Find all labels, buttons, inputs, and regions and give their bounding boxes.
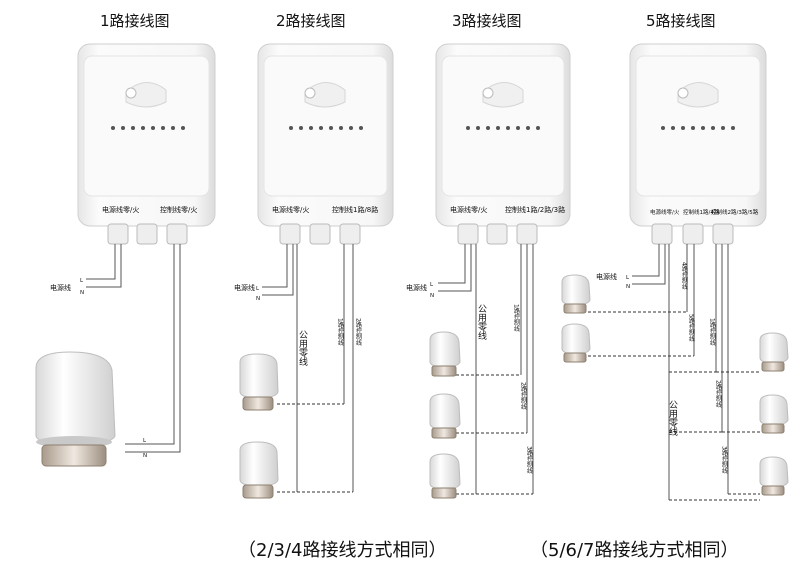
actuator-live-label: L	[143, 438, 147, 444]
controller-box: 电源线零/火 控制线零/火	[77, 43, 216, 245]
channel-1-label: 1路控制线	[337, 318, 344, 346]
neutral-label: N	[430, 293, 434, 299]
power-terminal-label: 电源线零/火	[650, 208, 680, 216]
controller-box: 电源线零/火 控制线1路/8路	[257, 43, 394, 245]
cable-glands	[279, 223, 361, 245]
wires	[86, 244, 181, 453]
common-neutral-label: 公用零线	[667, 400, 678, 436]
channel-3-label: 3路控制线	[721, 446, 728, 474]
logo-icon	[304, 82, 346, 108]
indicator-leds	[111, 126, 185, 130]
wires	[588, 244, 760, 501]
control-terminal-label-2: 控制线2路/3路/5路	[711, 208, 759, 216]
panel-3: 3路接线图 电源线零/火 控制线1路/2路/3路	[406, 12, 571, 499]
actuator	[429, 331, 461, 377]
control-terminal-label: 控制线零/火	[160, 205, 197, 214]
footer-note-left: （2/3/4路接线方式相同）	[238, 540, 447, 561]
actuator	[561, 274, 591, 314]
logo-icon	[482, 82, 524, 108]
live-label: L	[626, 275, 630, 281]
actuator	[239, 353, 279, 411]
neutral-label: N	[626, 284, 630, 290]
channel-5-label: 5路控制线	[688, 314, 695, 342]
panel-4: 5路接线图 电源线零/火 控制线1路/4路 控制线2路/3路/5路	[561, 12, 789, 501]
power-terminal-label: 电源线零/火	[272, 205, 309, 214]
wires	[438, 244, 534, 495]
power-button-icon	[304, 87, 316, 99]
control-terminal-label: 控制线1路/8路	[332, 205, 378, 214]
actuator	[35, 351, 116, 467]
power-button-icon	[482, 87, 494, 99]
power-button-icon	[677, 87, 689, 99]
actuator	[759, 394, 789, 434]
actuator	[561, 323, 591, 363]
neutral-label: N	[80, 290, 84, 296]
power-wire-label: 电源线	[596, 272, 617, 281]
wires	[262, 244, 354, 493]
panel-title: 5路接线图	[646, 12, 716, 30]
channel-4-label: 4路控制线	[681, 262, 688, 290]
channel-2-label: 2路控制线	[715, 380, 722, 408]
power-button-icon	[125, 87, 137, 99]
power-terminal-label: 电源线零/火	[450, 205, 487, 214]
actuator	[239, 441, 279, 499]
panel-title: 3路接线图	[452, 12, 522, 30]
channel-3-label: 3路控制线	[526, 446, 533, 474]
live-label: L	[256, 286, 260, 292]
live-label: L	[430, 282, 434, 288]
actuator	[759, 332, 789, 372]
common-neutral-label: 公用零线	[297, 330, 308, 366]
common-neutral-label: 公用零线	[476, 304, 487, 340]
power-terminal-label: 电源线零/火	[102, 205, 139, 214]
footer-note-right: （5/6/7路接线方式相同）	[530, 540, 739, 561]
cable-glands	[457, 223, 538, 245]
control-terminal-label-1: 控制线1路/4路	[683, 208, 720, 216]
actuator-neutral-label: N	[143, 453, 147, 459]
panel-title: 1路接线图	[100, 12, 170, 30]
power-wire-label: 电源线	[50, 283, 71, 292]
panel-2: 2路接线图 电源线零/火 控制线1路/8路	[234, 12, 394, 499]
cable-glands	[107, 223, 188, 245]
indicator-leds	[661, 126, 735, 130]
channel-2-label: 2路控制线	[520, 382, 527, 410]
control-terminal-label: 控制线1路/2路/3路	[505, 205, 565, 214]
power-wire-label: 电源线	[234, 283, 255, 292]
controller-box: 电源线零/火 控制线1路/4路 控制线2路/3路/5路	[629, 43, 767, 245]
channel-2-label: 2路控制线	[355, 318, 362, 346]
actuator	[759, 456, 789, 496]
logo-icon	[125, 82, 167, 108]
neutral-label: N	[256, 296, 260, 302]
logo-icon	[677, 82, 719, 108]
panel-title: 2路接线图	[276, 12, 346, 30]
controller-box: 电源线零/火 控制线1路/2路/3路	[435, 43, 571, 245]
channel-1-label: 1路控制线	[709, 318, 716, 346]
indicator-leds	[466, 126, 540, 130]
actuator	[429, 393, 461, 439]
live-label: L	[80, 278, 84, 284]
channel-1-label: 1路控制线	[513, 304, 520, 332]
power-wire-label: 电源线	[406, 283, 427, 292]
cable-glands	[651, 223, 734, 245]
actuator	[429, 453, 461, 499]
panel-1: 1路接线图 电源线零/火 控制线零/火 电源线 L	[35, 12, 216, 467]
indicator-leds	[289, 126, 363, 130]
